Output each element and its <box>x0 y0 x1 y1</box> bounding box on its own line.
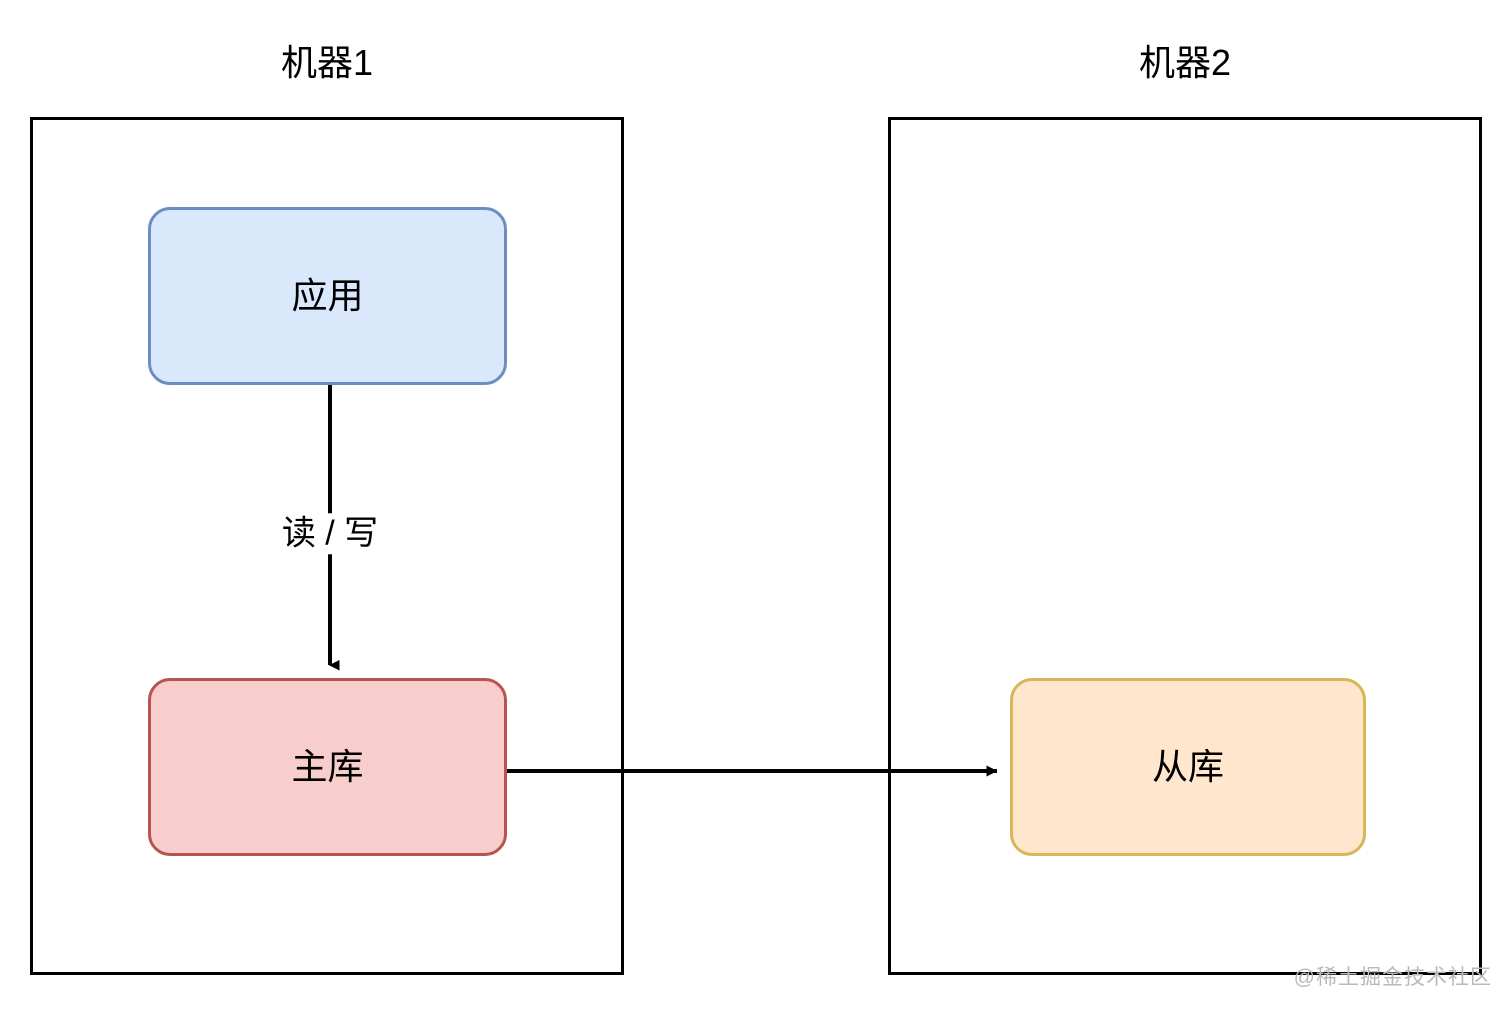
watermark: @稀土掘金技术社区 <box>1293 966 1492 989</box>
node-slave-database-label: 从库 <box>1151 746 1224 787</box>
edge-label-read-write: 读 / 写 <box>277 513 383 555</box>
node-application-label: 应用 <box>291 275 364 316</box>
node-master-database[interactable]: 主库 <box>148 678 507 856</box>
group-title-machine2: 机器2 <box>1138 42 1232 83</box>
node-slave-database[interactable]: 从库 <box>1010 678 1366 856</box>
machine2-container <box>888 117 1482 975</box>
node-application[interactable]: 应用 <box>148 207 507 385</box>
node-master-database-label: 主库 <box>291 746 364 787</box>
group-title-machine1: 机器1 <box>280 42 374 83</box>
machine1-container <box>30 117 624 975</box>
